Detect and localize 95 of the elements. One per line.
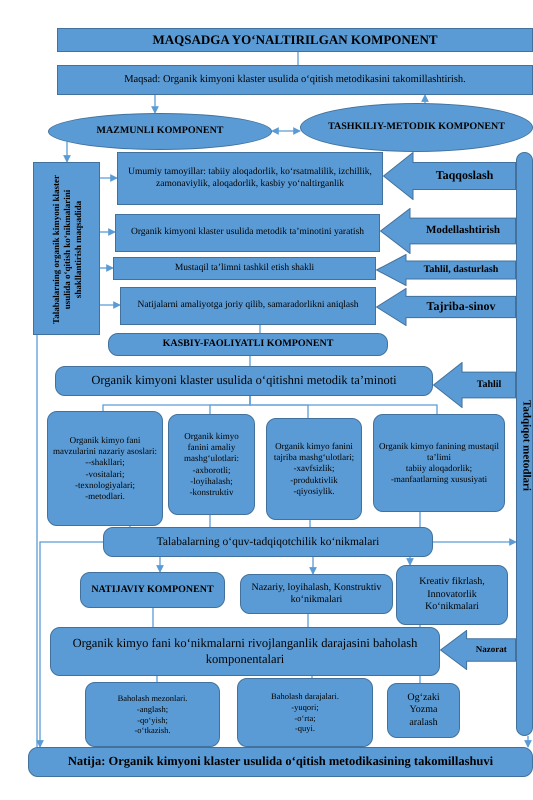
box-text: Ko‘nikmalari bbox=[425, 601, 479, 614]
box-text: -o‘tkazish. bbox=[134, 725, 171, 736]
process-box bbox=[55, 366, 433, 396]
box-text: -anglash; bbox=[136, 704, 168, 714]
rounded-box bbox=[50, 627, 440, 676]
block-arrow bbox=[433, 362, 516, 408]
box-text: Organik kimyo fani mavzularini nazariy asoslari: bbox=[52, 434, 158, 458]
component-box bbox=[80, 572, 225, 608]
box-text: Talabalarning organik kimyoni klaster usulida o‘qitish ko‘nikmalarini shakllantirish maqsadida bbox=[51, 174, 84, 326]
connector-arrow bbox=[271, 127, 301, 135]
box-text: -manfaatlarning xususiyati bbox=[390, 474, 488, 486]
process-box bbox=[120, 287, 376, 325]
rounded-box bbox=[168, 414, 255, 515]
box-text: -yuqori; bbox=[291, 702, 319, 712]
box-text: Baholash darajalari. bbox=[271, 691, 339, 702]
result-box bbox=[28, 747, 533, 777]
box-text: Natija: Organik kimyoni klaster usulida o‘qitish metodikasining takomillashuvi bbox=[68, 754, 494, 770]
connector-arrow bbox=[151, 95, 159, 114]
box-text: Organik kimyo fani ko‘nikmalarni rivojlanganlik darajasini baholash komponentalari bbox=[72, 636, 418, 668]
block-arrow bbox=[380, 208, 516, 254]
rounded-box bbox=[240, 574, 393, 614]
box-text: MAQSADGA YO‘NALTIRILGAN KOMPONENT bbox=[152, 32, 438, 48]
connector-arrow bbox=[100, 228, 116, 236]
box-text: Kreativ fikrlash, Innovatorlik bbox=[418, 576, 486, 602]
goal-box bbox=[57, 65, 533, 95]
box-text: Mustaqil ta’limni tashkil etish shakli bbox=[174, 262, 314, 274]
box-text: -quyi. bbox=[294, 723, 316, 734]
component-ellipse bbox=[300, 103, 533, 152]
box-text: -qo‘yish; bbox=[137, 714, 168, 726]
process-box bbox=[117, 152, 383, 205]
rounded-box bbox=[47, 411, 163, 526]
box-text: Talabalarning o‘quv-tadqiqotchilik ko‘nikmalari bbox=[156, 534, 380, 550]
box-text: Umumiy tamoyillar: tabiiy aloqadorlik, ko‘rsatmalilik, izchillik, zamonaviylik, aloqadorlik, kasbiy yo‘naltirganlik bbox=[127, 166, 373, 190]
box-text: -vositalari; bbox=[86, 468, 124, 480]
connector-arrow bbox=[100, 264, 114, 272]
rounded-box bbox=[396, 565, 508, 625]
connector-arrow bbox=[309, 557, 317, 575]
box-text: KASBIY-FAOLIYATLI KOMPONENT bbox=[162, 338, 334, 351]
connector-arrow bbox=[433, 538, 517, 546]
box-text: Tahlil, dasturlash bbox=[424, 264, 498, 276]
connector-arrow bbox=[421, 94, 429, 104]
connector-arrow bbox=[36, 541, 103, 748]
connector-arrow bbox=[63, 142, 71, 163]
box-text: -konstruktiv bbox=[190, 487, 234, 498]
box-text: -axborotli; bbox=[192, 464, 230, 476]
box-text: Taqqoslash bbox=[436, 168, 494, 184]
box-text: Organik kimyoni klaster usulida metodik ta’minotini yaratish bbox=[130, 227, 364, 239]
box-text: Tadqiqot metodlari bbox=[520, 400, 531, 490]
box-text: -o‘rta; bbox=[294, 712, 316, 724]
rounded-box bbox=[387, 683, 460, 738]
connector-arrow bbox=[406, 557, 414, 566]
process-box bbox=[115, 214, 380, 252]
box-text: Baholash mezonlari. bbox=[118, 693, 188, 704]
box-text: Tahlil bbox=[476, 378, 502, 392]
box-text: Modellashtirish bbox=[426, 224, 500, 238]
box-text: MAZMUNLI KOMPONENT bbox=[96, 125, 224, 138]
rounded-box bbox=[237, 678, 373, 747]
box-text: Organik kimyoni klaster usulida o‘qitishni metodik ta’minoti bbox=[91, 373, 397, 389]
connector-arrow bbox=[100, 301, 121, 309]
box-text: NATIJAVIY KOMPONENT bbox=[91, 584, 214, 596]
heading-box bbox=[57, 28, 533, 52]
box-text: Maqsad: Organik kimyoni klaster usulida o‘qitish metodikasini takomillashtirish. bbox=[124, 73, 466, 87]
box-text: Yozma bbox=[410, 704, 438, 717]
connector-arrow bbox=[100, 174, 118, 182]
vertical-box bbox=[33, 162, 100, 335]
process-box bbox=[103, 527, 433, 557]
box-text: TASHKILIY-METODIK KOMPONENT bbox=[328, 121, 505, 134]
box-text: Nazariy, loyihalash, Konstruktiv ko‘nikmalari bbox=[250, 582, 382, 606]
vertical-box bbox=[516, 152, 533, 736]
box-text: Nazorat bbox=[476, 644, 507, 656]
block-arrow bbox=[376, 254, 516, 286]
block-arrow bbox=[376, 288, 516, 326]
box-text: --shakllari; bbox=[85, 457, 125, 468]
process-box bbox=[113, 257, 376, 280]
box-text: -qiyosiylik. bbox=[293, 486, 335, 498]
box-text: Organik kimyo fanini tajriba mashg‘ulotlari; bbox=[272, 440, 356, 464]
component-box bbox=[108, 333, 388, 356]
connector-arrow bbox=[524, 736, 532, 748]
box-text: Og‘zaki bbox=[407, 692, 440, 704]
block-arrow bbox=[440, 630, 516, 670]
box-text: Natijalarni amaliyotga joriy qilib, samaradorlikni aniqlash bbox=[137, 300, 359, 312]
box-text: -metodlari. bbox=[85, 491, 125, 502]
rounded-box bbox=[85, 682, 220, 747]
box-text: tabiiy aloqadorlik; bbox=[406, 463, 472, 474]
connector-arrow bbox=[156, 557, 164, 573]
box-text: aralash bbox=[409, 716, 438, 730]
box-text: -loyihalash; bbox=[190, 476, 233, 487]
box-text: -xavfsizlik; bbox=[294, 463, 334, 475]
box-text: Organik kimyo fanini amaliy mashg‘ulotlari: bbox=[183, 430, 240, 464]
box-text: -produktivlik bbox=[290, 474, 338, 486]
box-text: Tajriba-sinov bbox=[426, 299, 496, 314]
rounded-box bbox=[373, 414, 505, 512]
block-arrow bbox=[383, 152, 516, 200]
rounded-box bbox=[266, 418, 362, 520]
box-text: -texnologiyalari; bbox=[75, 480, 135, 491]
